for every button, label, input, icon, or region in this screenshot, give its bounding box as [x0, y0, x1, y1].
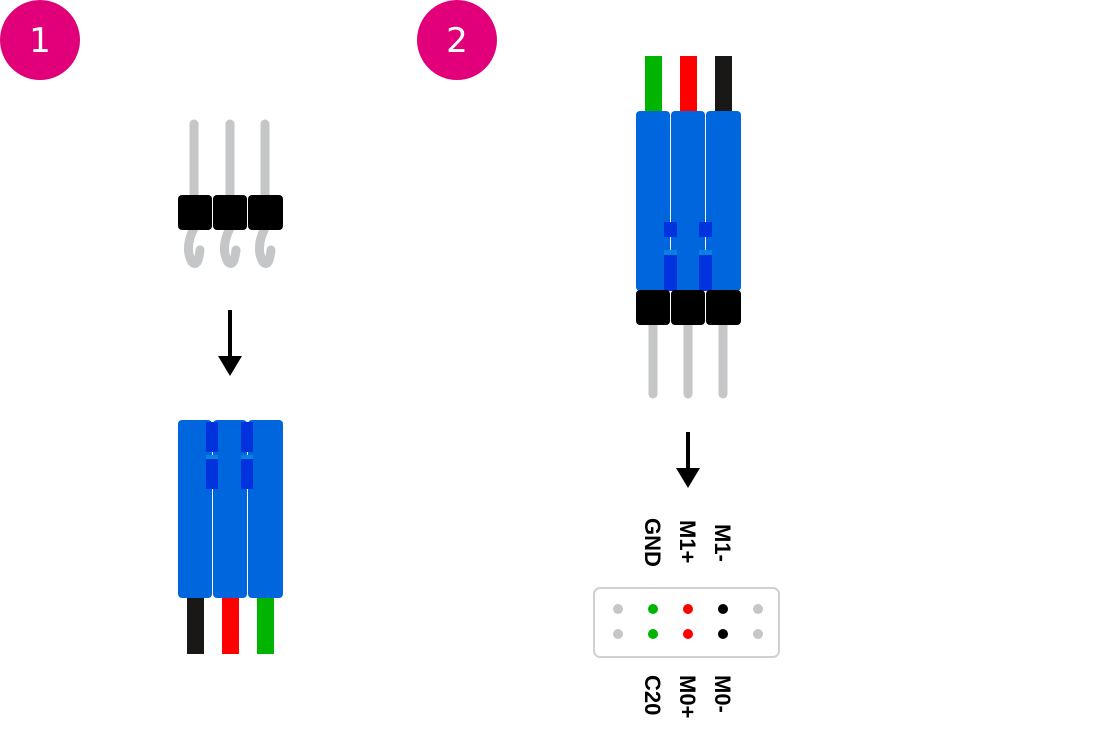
- pin-label-m1-minus: M1-: [710, 524, 735, 562]
- pin-label-m0-minus: M0-: [710, 675, 735, 713]
- jumper-connector-step2: [636, 56, 741, 399]
- pin-header-step1: [178, 119, 283, 268]
- step-1-number: 1: [29, 21, 51, 61]
- port-pin-grid: [593, 587, 780, 658]
- pin-label-m0-plus: M0+: [675, 675, 700, 718]
- step-1-badge: 1: [0, 0, 80, 80]
- pin-label-m1-plus: M1+: [675, 520, 700, 563]
- pin-label-c20: C20: [640, 675, 665, 715]
- pin-label-gnd: GND: [640, 518, 665, 567]
- pin-dot-row-top: [613, 604, 763, 614]
- down-arrow-step1: [218, 310, 242, 376]
- jumper-connector-step1: [178, 420, 283, 654]
- step-2-badge: 2: [417, 0, 497, 80]
- step-2-number: 2: [446, 21, 468, 61]
- down-arrow-step2: [676, 432, 700, 488]
- pin-dot-row-bottom: [613, 629, 763, 639]
